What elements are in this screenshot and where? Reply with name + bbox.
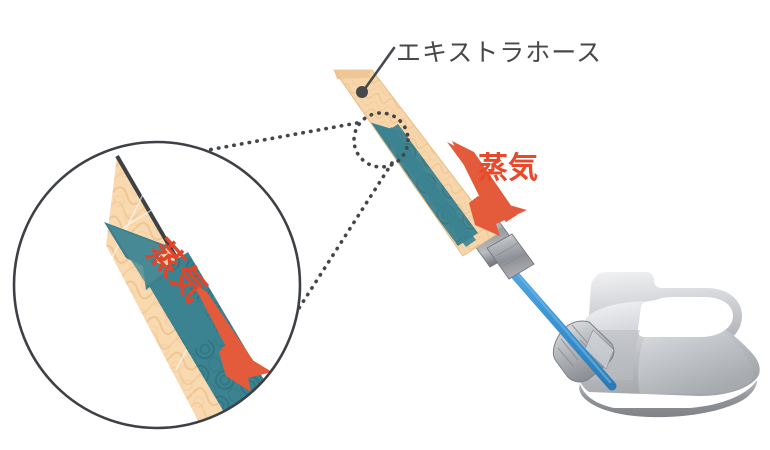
blue-cable-highlight xyxy=(500,254,612,384)
hose-label-leader-line xyxy=(362,46,396,92)
magnified-steam-arrow xyxy=(192,282,272,392)
blue-cable xyxy=(495,253,617,391)
steam-arrow-main-head xyxy=(469,196,527,236)
focus-circle xyxy=(352,111,410,169)
hose-cut-end xyxy=(334,70,372,79)
magnifier-ring xyxy=(12,140,302,430)
hose-label-leader-dot xyxy=(356,86,368,98)
iron-handle-cutout xyxy=(637,297,733,337)
steam-iron xyxy=(576,272,760,418)
iron-sole-plate xyxy=(579,380,757,418)
return-flow-shaft xyxy=(382,127,476,247)
magnified-return-arrow xyxy=(104,222,218,352)
steam-arrow-main-shaft xyxy=(452,141,512,218)
steam-arrow-main xyxy=(447,141,527,236)
magnified-cutaway-view xyxy=(12,140,302,430)
callout-connector-lower xyxy=(283,161,394,332)
